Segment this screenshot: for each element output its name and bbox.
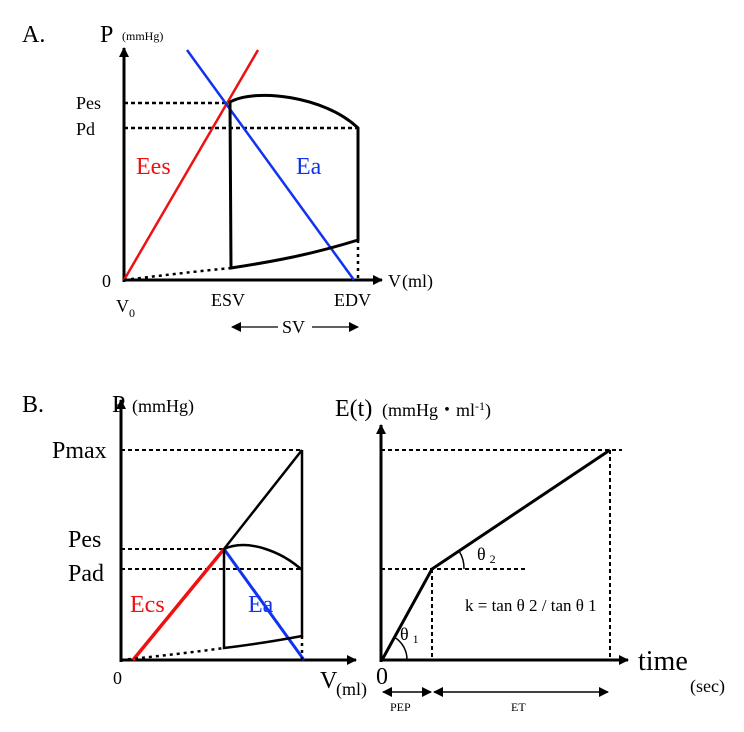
panel-c-elastance-curve [380,448,611,661]
panel-a-pv-loop [228,93,360,270]
panel-b-pv-loop [222,450,304,650]
panel-c-origin: 0 [376,664,388,690]
panel-a-pd-label: Pd [76,119,95,139]
panel-c-theta2-sub: 2 [490,552,496,566]
panel-b-edpvr-extension [120,646,225,662]
panel-a-edpvr-extension [123,266,232,282]
panel-a-sv-label: SV [282,317,305,337]
panel-b-ecs-line [131,547,226,662]
panel-a-ees-label: Ees [136,154,171,180]
panel-b-pes-label: Pes [68,527,101,553]
panel-a-y-unit: (mmHg) [122,29,163,43]
panel-b-y-label: P [112,392,125,418]
panel-b-y-unit: (mmHg) [132,396,194,417]
panel-a-v0: V0 [116,296,135,320]
panel-b-emax-line [223,449,303,550]
panel-b: B. P (mmHg) 0 V (ml) Pmax Pes Pad Ecs Ea [22,392,367,700]
panel-a-ees-line [122,49,260,281]
panel-a-pes-label: Pes [76,93,101,113]
panel-a-origin: 0 [102,271,111,291]
panel-c-y-label: E(t) [335,396,372,422]
panel-b-label: B. [22,392,44,418]
panel-a-v0-sub: 0 [129,306,135,320]
panel-a: A. P (mmHg) V (ml) 0 V0 Pes Pd Ees Ea ES… [22,22,433,337]
panel-a-x-label: V [388,271,401,291]
panel-b-origin: 0 [113,668,122,688]
panel-c-pep-label: PEP [390,700,411,714]
panel-a-esv-label: ESV [211,290,245,310]
panel-a-ea-line [185,49,356,281]
panel-a-x-unit: (ml) [402,271,433,292]
panel-b-ea-line [222,548,306,661]
panel-c-y-unit: (mmHg・ml-1) [382,399,491,421]
panel-b-pad-label: Pad [68,561,104,587]
panel-c-theta1-arc [393,636,408,661]
panel-c-theta1-sub: 1 [413,632,419,646]
panel-b-x-label: V [320,668,338,694]
panel-b-pmax-label: Pmax [52,438,107,464]
panel-a-edv-label: EDV [334,290,371,310]
panel-b-ecs-label: Ecs [130,592,165,618]
panel-c-x-unit: (sec) [690,676,725,697]
panel-c-y-unit-sup: -1 [475,399,485,413]
panel-c-x-label: time [638,646,688,677]
panel-c-formula: k = tan θ 2 / tan θ 1 [465,596,597,615]
panel-c-theta2-arc [458,550,465,570]
panel-b-ea-label: Ea [248,592,274,618]
panel-a-ea-label: Ea [296,154,322,180]
panel-c-et-label: ET [511,700,526,714]
panel-a-label: A. [22,22,45,48]
panel-a-y-label: P [100,22,113,48]
panel-b-x-unit: (ml) [336,679,367,700]
